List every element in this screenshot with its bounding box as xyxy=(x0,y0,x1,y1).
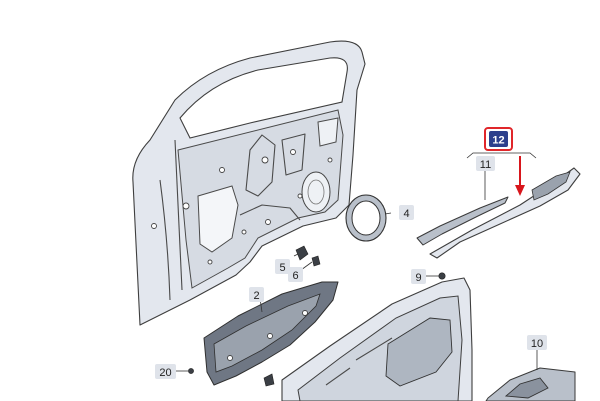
screw-20 xyxy=(188,368,275,387)
speaker-seal-ring xyxy=(345,194,387,242)
callout-5: 5 xyxy=(275,259,290,274)
svg-text:6: 6 xyxy=(292,270,298,282)
svg-text:11: 11 xyxy=(480,159,491,171)
svg-text:12: 12 xyxy=(492,135,504,147)
leader-lines xyxy=(176,152,538,372)
trim-strip-12 xyxy=(429,167,581,259)
door-module-panel xyxy=(203,281,339,386)
svg-text:20: 20 xyxy=(159,367,171,379)
door-shell xyxy=(132,40,366,326)
highlight-arrow xyxy=(515,156,525,196)
svg-text:10: 10 xyxy=(531,338,543,350)
svg-text:2: 2 xyxy=(253,290,259,302)
armrest-piece-10 xyxy=(485,367,576,401)
callout-11: 11 xyxy=(476,156,495,171)
callout-20: 20 xyxy=(155,364,176,379)
callout-6: 6 xyxy=(288,267,303,282)
callout-9: 9 xyxy=(411,269,426,284)
callout-12-highlighted: 12 xyxy=(484,127,513,151)
callout-2: 2 xyxy=(249,287,264,302)
svg-text:4: 4 xyxy=(403,208,409,220)
door-trim-panel xyxy=(281,277,473,401)
screw-9 xyxy=(438,272,446,280)
callout-4: 4 xyxy=(399,205,414,220)
trim-strip-11 xyxy=(416,196,509,246)
svg-text:9: 9 xyxy=(415,272,421,284)
svg-text:5: 5 xyxy=(279,262,285,274)
clips-5-6 xyxy=(295,245,321,267)
callout-10: 10 xyxy=(527,335,547,350)
